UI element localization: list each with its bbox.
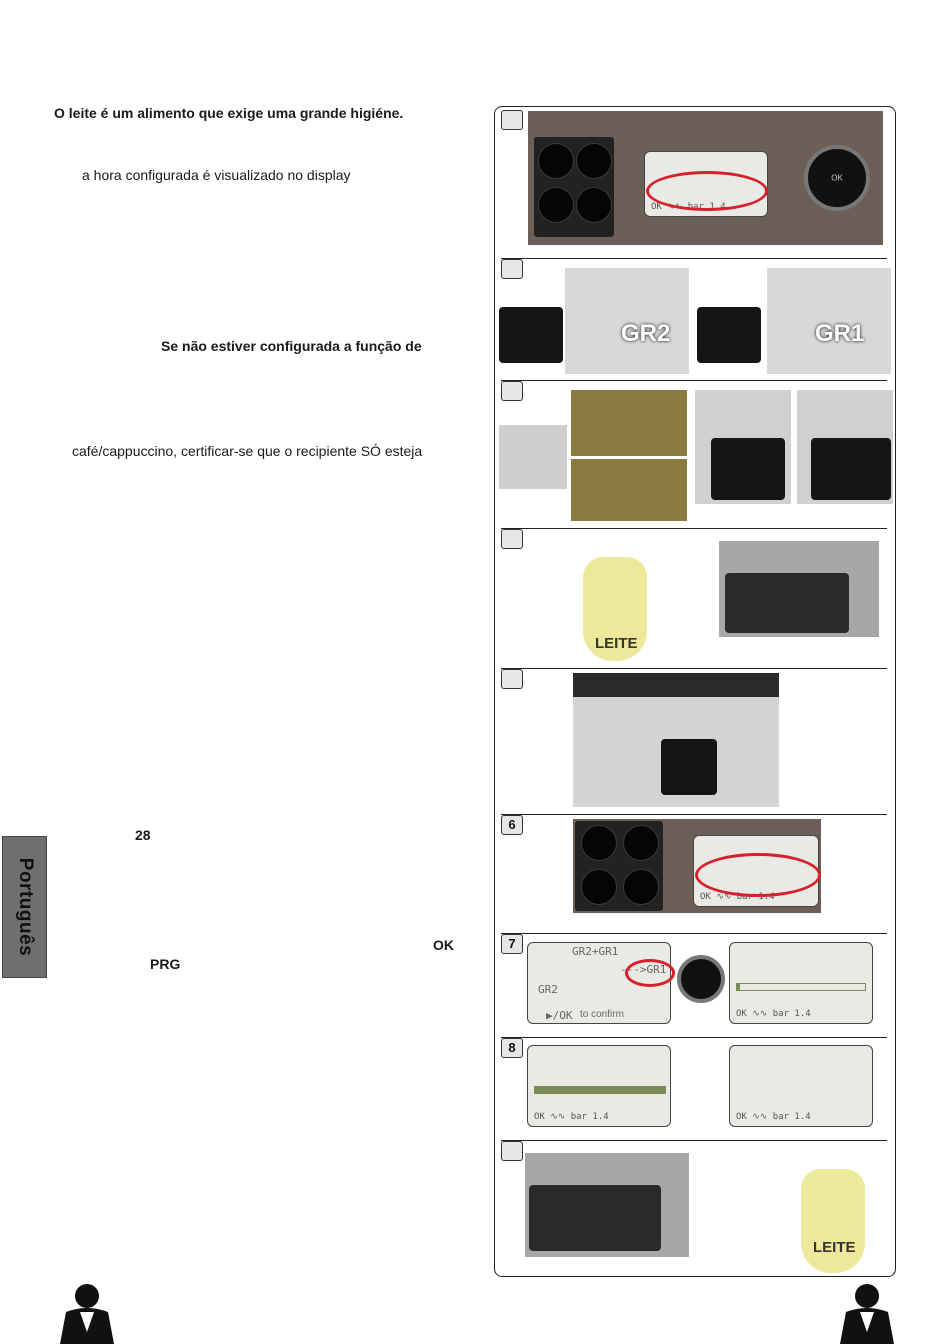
step-separator	[501, 1140, 887, 1141]
illustration-panel: OK ∿∿ bar 1.4 OK GR2 GR1 LEITE	[494, 106, 896, 1277]
milk-jug: LEITE	[801, 1169, 865, 1273]
menu-option-gr2: GR2	[538, 983, 558, 996]
keypad-key	[581, 869, 617, 905]
page-reference: 28	[135, 827, 151, 843]
navigation-knob	[677, 955, 725, 1003]
milk-container-open	[529, 1185, 661, 1251]
step-badge-9	[501, 1141, 523, 1161]
page-heading: O leite é um alimento que exige uma gran…	[54, 105, 404, 121]
step-badge-3	[501, 381, 523, 401]
highlight-ellipse	[625, 959, 675, 987]
progress-bar-fill	[737, 984, 740, 990]
highlight-ellipse	[646, 171, 768, 211]
milk-container-cover	[499, 307, 563, 363]
language-tab-label: Português	[14, 857, 36, 957]
instruction-container-check: café/cappuccino, certificar-se que o rec…	[72, 443, 423, 459]
display-status: OK ∿∿ bar 1.4	[736, 1112, 811, 1122]
display-status: OK ∿∿ bar 1.4	[736, 1009, 811, 1019]
step-badge-4	[501, 529, 523, 549]
display-status: OK ∿∿ bar 1.4	[534, 1112, 609, 1122]
menu-confirm-prefix: ▶/OK	[546, 1009, 573, 1022]
dispenser-closeup-bottom	[571, 459, 687, 521]
instruction-display-time: a hora configurada é visualizado no disp…	[82, 167, 351, 183]
step-badge-5	[501, 669, 523, 689]
step-badge-8: 8	[501, 1038, 523, 1058]
group-label-gr2: GR2	[621, 320, 671, 347]
instruction-function-not-set: Se não estiver configurada a função de	[161, 338, 422, 354]
navigation-knob: OK	[804, 145, 870, 211]
waiter-mascot-icon	[60, 1284, 114, 1344]
keypad-key	[576, 187, 612, 223]
keypad-key	[538, 187, 574, 223]
step-separator	[501, 528, 887, 529]
waiter-mascot-icon	[840, 1284, 894, 1344]
group-label-gr1: GR1	[815, 320, 865, 347]
machine-top-bar	[573, 673, 779, 697]
milk-container-cover	[811, 438, 891, 500]
milk-container-cover	[697, 307, 761, 363]
progress-display-step7: OK ∿∿ bar 1.4	[729, 942, 873, 1024]
milk-container-tube-photo	[719, 541, 879, 637]
milk-jug-label: LEITE	[813, 1239, 856, 1256]
display-screen-step8: OK ∿∿ bar 1.4	[729, 1045, 873, 1127]
language-tab: Português	[2, 836, 47, 978]
group-gr2-photo: GR2	[565, 268, 689, 374]
step-badge-7: 7	[501, 934, 523, 954]
progress-bar-track	[534, 1086, 666, 1094]
milk-container-cover	[711, 438, 785, 500]
step-separator	[501, 668, 887, 669]
step-badge-1	[501, 110, 523, 130]
step-separator	[501, 1037, 887, 1038]
keypad-key	[623, 825, 659, 861]
control-panel-photo: OK ∿∿ bar 1.4 OK	[528, 111, 883, 245]
progress-display-step8: OK ∿∿ bar 1.4	[527, 1045, 671, 1127]
menu-confirm-text: to confirm	[580, 1009, 624, 1020]
keypad-key	[576, 143, 612, 179]
step-separator	[501, 258, 887, 259]
key-prg-label: PRG	[150, 956, 181, 972]
control-panel-photo-step6: OK ∿∿ bar 1.4	[573, 819, 821, 913]
milk-container-remove-photo	[525, 1153, 689, 1257]
milk-container-cover	[661, 739, 717, 795]
dispenser-closeup-top	[571, 390, 687, 456]
container-position-photo-b	[797, 390, 893, 504]
container-position-photo-a	[695, 390, 791, 504]
progress-bar-fill	[534, 1086, 666, 1094]
highlight-ellipse	[695, 853, 821, 897]
group-gr1-photo: GR1	[767, 268, 891, 374]
step-badge-2	[501, 259, 523, 279]
milk-jug-label: LEITE	[595, 635, 638, 652]
menu-line-gr2-gr1: GR2+GR1	[572, 945, 619, 958]
keypad-key	[581, 825, 617, 861]
step-separator	[501, 380, 887, 381]
keypad-key	[623, 869, 659, 905]
milk-jug: LEITE	[583, 557, 647, 661]
progress-bar-track	[736, 983, 866, 991]
milk-container-open	[725, 573, 849, 633]
keypad	[534, 137, 614, 237]
keypad-key	[538, 143, 574, 179]
step-badge-6: 6	[501, 815, 523, 835]
display-status: OK ∿∿ bar 1.4	[700, 892, 775, 902]
machine-detail-photo	[499, 425, 567, 489]
knob-center-label: OK	[831, 173, 843, 183]
step-separator	[501, 933, 887, 934]
step-separator	[501, 814, 887, 815]
machine-front-photo	[573, 673, 779, 807]
keypad	[575, 821, 663, 911]
key-ok-label: OK	[433, 937, 454, 953]
